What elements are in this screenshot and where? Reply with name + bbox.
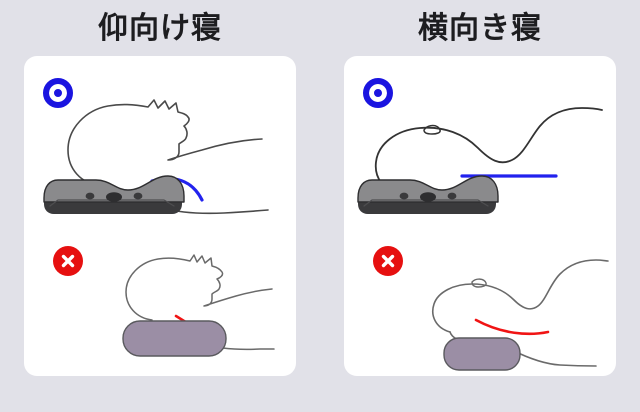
pillow-dimple: [133, 192, 143, 200]
face-profile-outline: [67, 99, 263, 187]
illustration-side-bad: [344, 228, 616, 376]
head-shoulder-outline: [432, 259, 609, 333]
flat-pillow: [443, 337, 521, 371]
face-profile-outline: [125, 254, 273, 321]
panel-side-bad: [344, 228, 616, 376]
panel-supine-good: [24, 56, 296, 228]
column-title-side: 横向き寝: [418, 11, 542, 46]
illustration-supine-good: [24, 56, 296, 228]
illustration-supine-bad: [24, 228, 296, 376]
pillow-dimple: [106, 192, 122, 202]
torso-outline: [511, 349, 597, 367]
pillow-dimple: [447, 192, 457, 200]
card-side: [344, 56, 616, 376]
illustration-side-good: [344, 56, 616, 228]
head-shoulder-outline: [374, 107, 603, 197]
ear-outline: [423, 124, 441, 135]
circle-ok-icon: [363, 78, 393, 108]
posture-indicator-curve-bad: [474, 318, 550, 336]
column-side: 横向き寝: [320, 0, 640, 412]
support-pillow: [43, 175, 185, 214]
flat-pillow: [122, 320, 227, 357]
pillow-dimple: [420, 192, 436, 202]
ear-outline: [471, 278, 487, 288]
pillow-dimple: [399, 192, 409, 200]
column-title-supine: 仰向け寝: [98, 11, 222, 46]
card-supine: [24, 56, 296, 376]
panel-supine-bad: [24, 228, 296, 376]
pillow-dimple: [85, 192, 95, 200]
panel-side-good: [344, 56, 616, 228]
circle-x-icon: [53, 246, 83, 276]
column-supine: 仰向け寝: [24, 11, 296, 376]
support-pillow: [357, 175, 499, 214]
circle-ok-icon: [43, 78, 73, 108]
circle-x-icon: [373, 246, 403, 276]
